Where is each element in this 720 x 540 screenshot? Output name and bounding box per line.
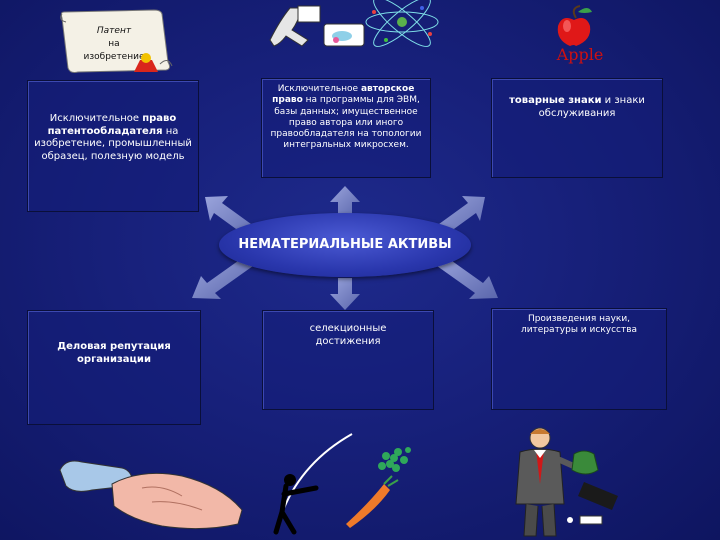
box-patent-text: Исключительное право патентообладателя н… [34, 113, 192, 162]
box-patent-right: Исключительное право патентообладателя н… [27, 80, 199, 212]
box-selection: селекционные достижения [262, 310, 434, 410]
box-selection-text: селекционные достижения [309, 323, 387, 347]
center-title-line1: НЕМАТЕРИАЛЬНЫЕ [238, 237, 384, 253]
scroll-line1: Патент [97, 26, 132, 36]
harvest-icon [273, 433, 411, 535]
center-title-line2: АКТИВЫ [387, 237, 452, 253]
box-reputation: Деловая репутация организации [27, 310, 201, 425]
arrow-down-right [437, 256, 498, 299]
businessman-icon [515, 427, 618, 537]
apple-logo-icon: Apple [556, 5, 604, 64]
box-trademarks-text: товарные знаки и знаки обслуживания [509, 95, 645, 119]
box-trademarks: товарные знаки и знаки обслуживания [491, 78, 663, 178]
box-works: Произведения науки, литературы и искусст… [491, 308, 667, 410]
apple-logo-text: Apple [556, 45, 604, 64]
scroll-line3: изобретение [84, 52, 145, 62]
patent-scroll-icon: Патент на изобретение [60, 9, 173, 73]
hands-icon [59, 460, 243, 530]
arrow-down [330, 278, 360, 310]
box-reputation-text: Деловая репутация организации [57, 341, 171, 365]
box-copyright: Исключительное авторское право на програ… [261, 78, 431, 178]
box-copyright-text: Исключительное авторское право на програ… [270, 84, 422, 151]
arrow-up [330, 186, 360, 216]
box-works-text: Произведения науки, литературы и искусст… [520, 314, 638, 336]
center-ellipse: НЕМАТЕРИАЛЬНЫЕ АКТИВЫ [219, 213, 471, 277]
arrow-down-left [192, 256, 253, 299]
computer-atom-icon [269, 0, 439, 47]
scroll-line2: на [108, 39, 119, 49]
